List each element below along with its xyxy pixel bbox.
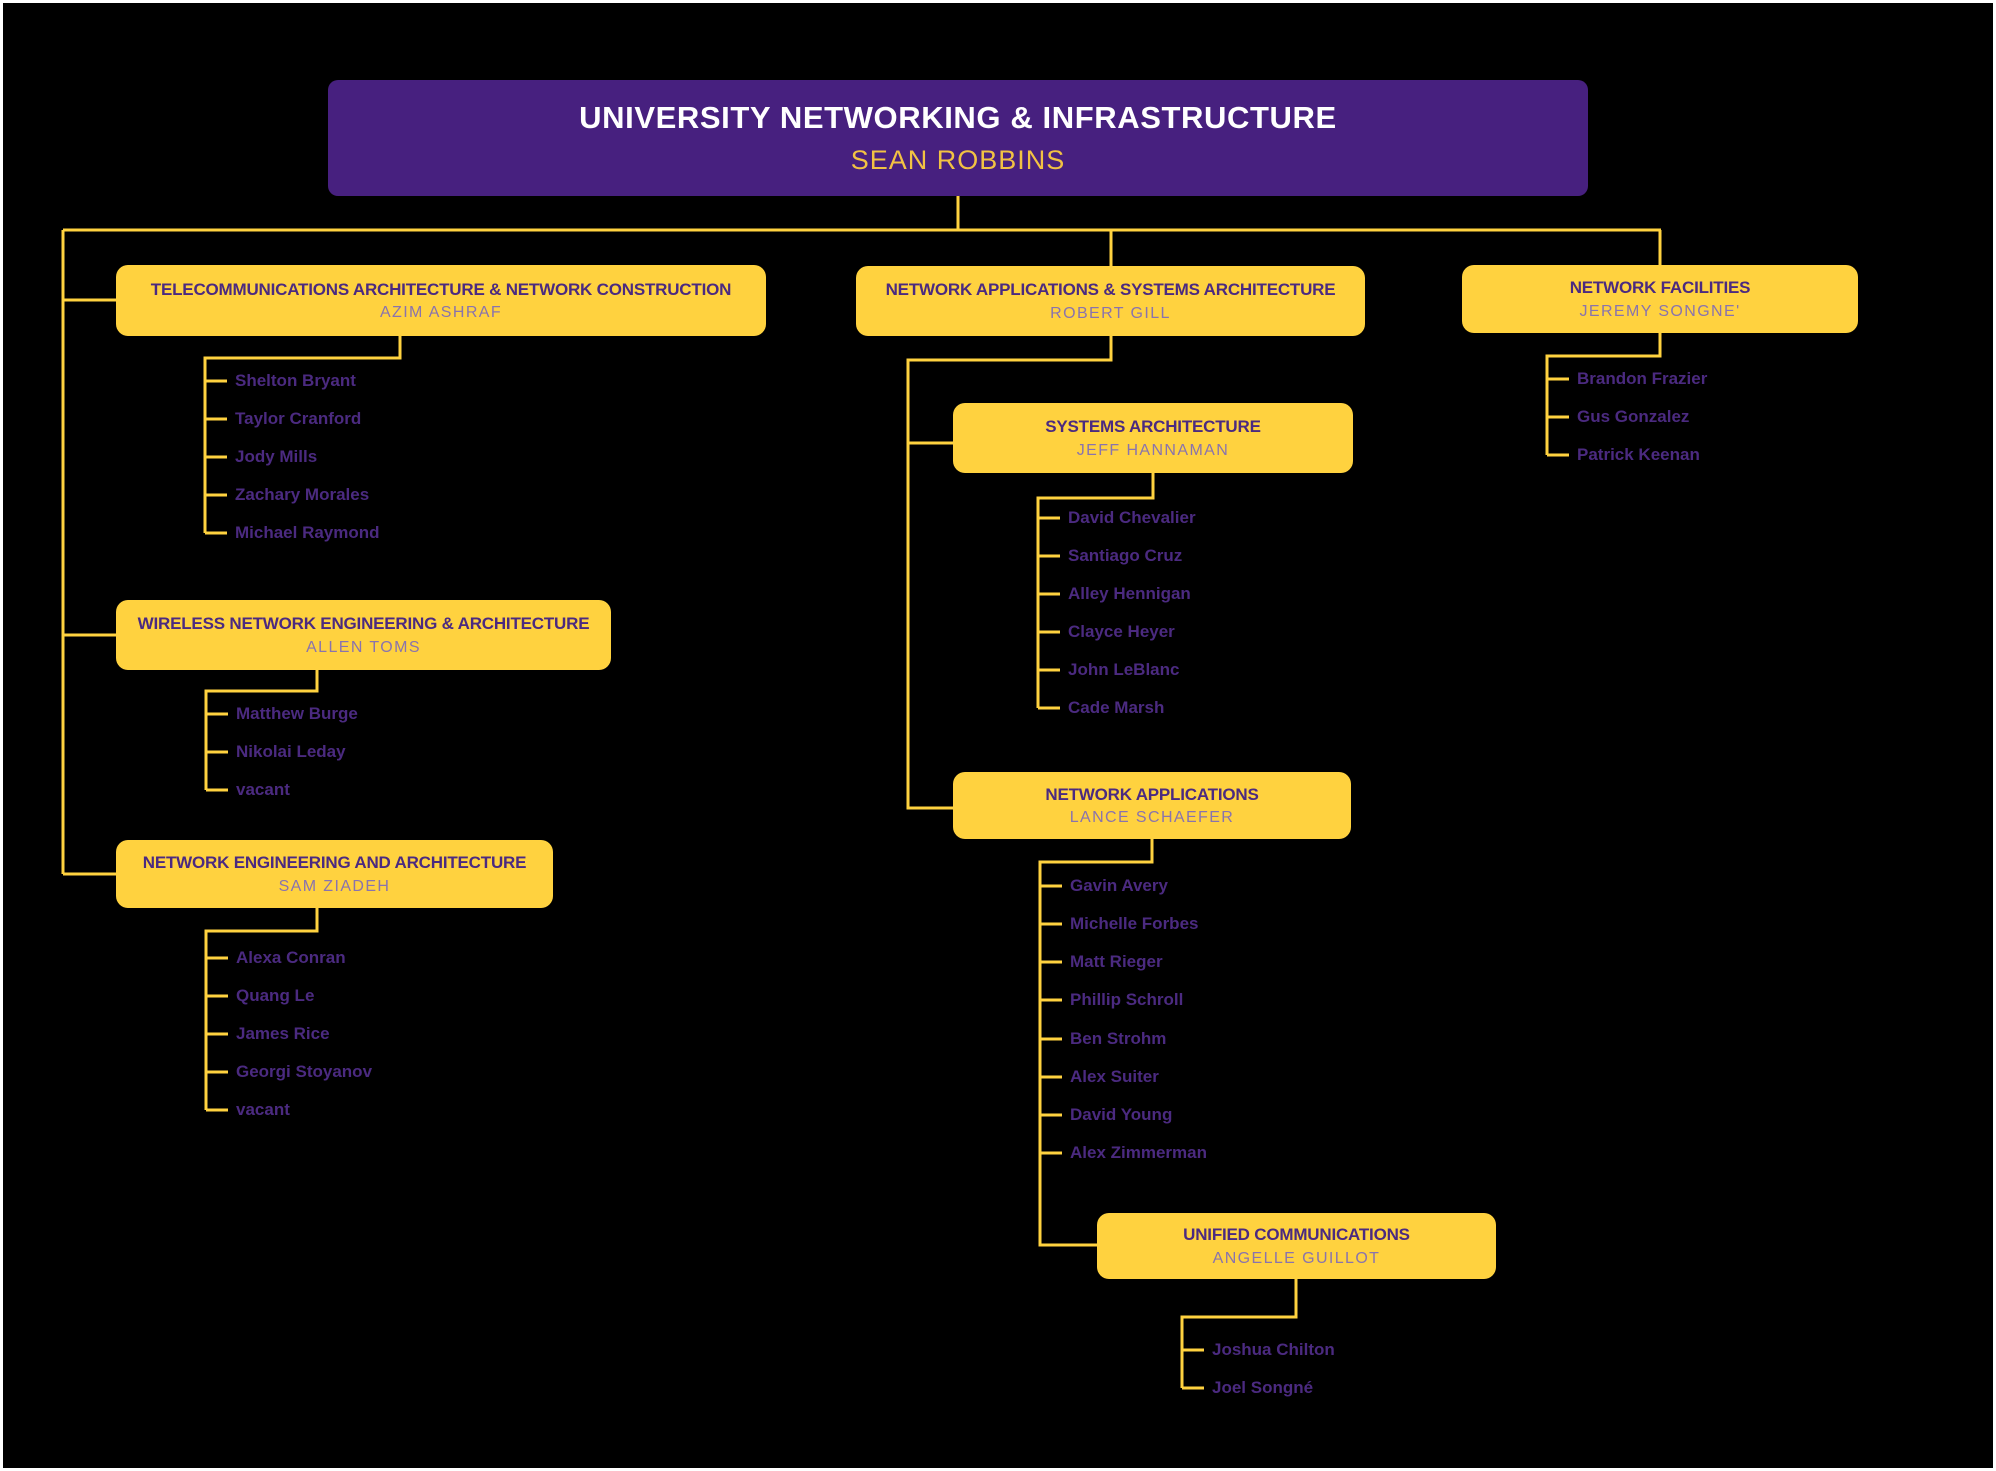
dept-leader: JEFF HANNAMAN [1076, 441, 1230, 459]
member-name: David Young [1070, 1105, 1173, 1124]
connector-neteng-members [204, 908, 319, 1112]
root-title: UNIVERSITY NETWORKING & INFRASTRUCTURE [579, 100, 1337, 136]
dept-title: NETWORK APPLICATIONS & SYSTEMS ARCHITECT… [885, 280, 1336, 300]
member-name: Matthew Burge [236, 704, 358, 723]
dept-title: NETWORK FACILITIES [1569, 278, 1751, 298]
connector-telecom-members [203, 336, 402, 535]
member-name: Joel Songné [1212, 1378, 1314, 1397]
dept-box-wireless: WIRELESS NETWORK ENGINEERING & ARCHITECT… [116, 600, 611, 670]
connector-root-trunk [61, 196, 1662, 876]
member-name: Taylor Cranford [235, 409, 362, 428]
dept-leader: ALLEN TOMS [306, 638, 421, 656]
root-box: UNIVERSITY NETWORKING & INFRASTRUCTURE S… [328, 80, 1588, 196]
dept-leader: JEREMY SONGNE' [1579, 302, 1741, 320]
connector-facilities-members [1545, 333, 1662, 457]
connector-sysarch-members [1036, 473, 1155, 710]
member-name: James Rice [236, 1024, 330, 1043]
member-name: Brandon Frazier [1577, 369, 1708, 388]
member-name: Alex Suiter [1070, 1067, 1159, 1086]
member-name: Ben Strohm [1070, 1029, 1167, 1048]
member-name: Patrick Keenan [1577, 445, 1700, 464]
dept-title: WIRELESS NETWORK ENGINEERING & ARCHITECT… [137, 614, 590, 634]
member-name: Alex Zimmerman [1070, 1143, 1207, 1162]
root-leader: SEAN ROBBINS [850, 145, 1066, 176]
dept-leader: ROBERT GILL [1050, 304, 1171, 322]
dept-title: NETWORK ENGINEERING AND ARCHITECTURE [142, 853, 527, 873]
member-name: vacant [236, 780, 290, 799]
member-name: Phillip Schroll [1070, 990, 1184, 1009]
connector-lines-svg [61, 196, 1662, 1390]
member-name: Michelle Forbes [1070, 914, 1199, 933]
member-name: Gavin Avery [1070, 876, 1168, 895]
member-name: David Chevalier [1068, 508, 1196, 527]
member-name: Georgi Stoyanov [236, 1062, 373, 1081]
member-name: John LeBlanc [1068, 660, 1180, 679]
member-name: Michael Raymond [235, 523, 380, 542]
dept-leader: SAM ZIADEH [278, 877, 391, 895]
member-name: Zachary Morales [235, 485, 370, 504]
dept-leader: ANGELLE GUILLOT [1212, 1249, 1381, 1267]
connector-wireless-members [204, 670, 319, 792]
dept-box-unified: UNIFIED COMMUNICATIONS ANGELLE GUILLOT [1097, 1213, 1496, 1279]
connector-midparent-children [906, 336, 1113, 810]
dept-box-netapps-sysarch: NETWORK APPLICATIONS & SYSTEMS ARCHITECT… [856, 266, 1365, 336]
member-name: Gus Gonzalez [1577, 407, 1690, 426]
dept-leader: LANCE SCHAEFER [1069, 809, 1235, 827]
member-name: Matt Rieger [1070, 952, 1163, 971]
member-name: vacant [236, 1100, 290, 1119]
member-name: Shelton Bryant [235, 371, 356, 390]
member-name: Alexa Conran [236, 948, 346, 967]
dept-box-neteng: NETWORK ENGINEERING AND ARCHITECTURE SAM… [116, 840, 553, 908]
member-name: Alley Hennigan [1068, 584, 1191, 603]
dept-title: NETWORK APPLICATIONS [1045, 784, 1259, 804]
dept-box-netapps: NETWORK APPLICATIONS LANCE SCHAEFER [953, 772, 1351, 839]
dept-box-facilities: NETWORK FACILITIES JEREMY SONGNE' [1462, 265, 1858, 333]
dept-leader: AZIM ASHRAF [379, 304, 503, 322]
dept-title: SYSTEMS ARCHITECTURE [1045, 417, 1261, 437]
member-name: Cade Marsh [1068, 698, 1165, 717]
dept-title: UNIFIED COMMUNICATIONS [1183, 1225, 1410, 1245]
member-name: Joshua Chilton [1212, 1340, 1335, 1359]
connector-netapps-members [1038, 839, 1154, 1247]
member-name: Quang Le [236, 986, 315, 1005]
member-name: Jody Mills [235, 447, 318, 466]
member-name: Nikolai Leday [236, 742, 346, 761]
dept-title: TELECOMMUNICATIONS ARCHITECTURE & NETWOR… [150, 279, 732, 299]
dept-box-sysarch: SYSTEMS ARCHITECTURE JEFF HANNAMAN [953, 403, 1353, 473]
connector-unified-members [1180, 1279, 1298, 1390]
member-name: Santiago Cruz [1068, 546, 1183, 565]
dept-box-telecom: TELECOMMUNICATIONS ARCHITECTURE & NETWOR… [116, 265, 766, 336]
member-name: Clayce Heyer [1068, 622, 1175, 641]
